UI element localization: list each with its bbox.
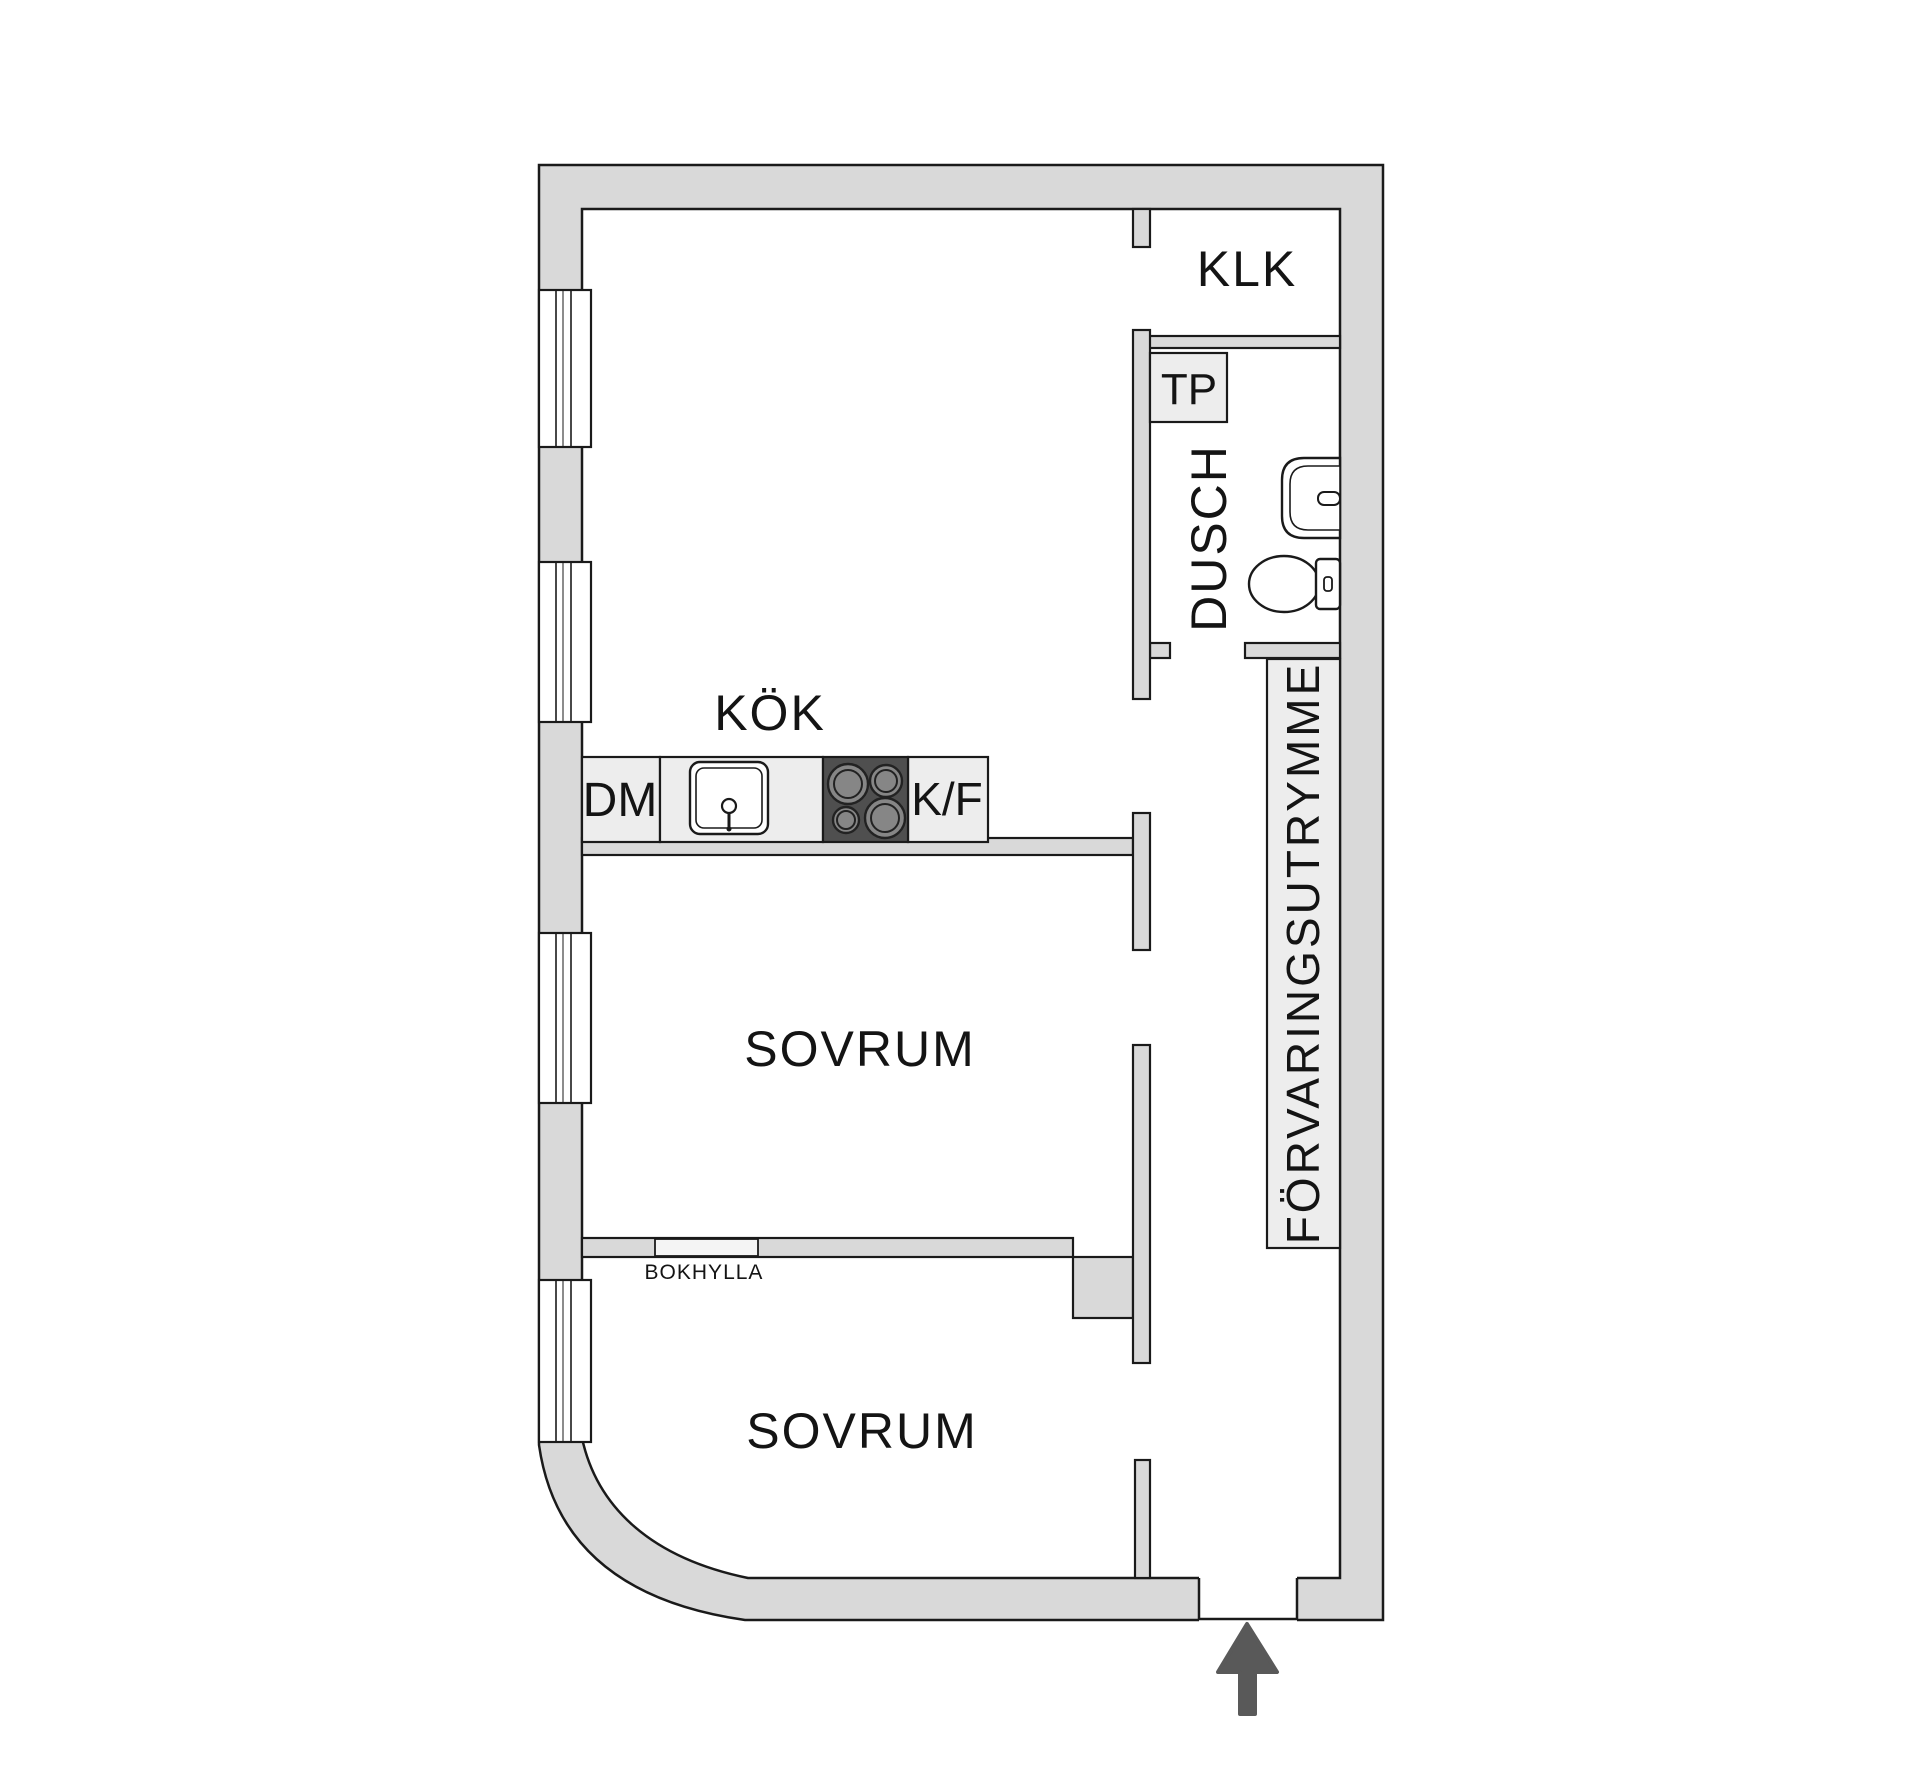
labels: KLK TP DUSCH KÖK DM K/F SOVRUM FÖRVARING… — [583, 241, 1329, 1459]
room-label-sovrum-2: SOVRUM — [746, 1403, 977, 1459]
toilet-icon — [1247, 554, 1342, 614]
wall-hall-seg3 — [1131, 1043, 1152, 1365]
washbasin-icon — [1280, 456, 1342, 540]
storage-box — [1265, 657, 1342, 1250]
window-icon — [537, 560, 593, 724]
kitchen-counter — [580, 755, 990, 844]
entry-opening — [1199, 1574, 1297, 1624]
fixture-label-dm: DM — [583, 774, 658, 827]
room-label-kok: KÖK — [714, 685, 826, 741]
window-icon — [537, 1278, 593, 1444]
bookshelf-segment — [654, 1238, 759, 1257]
wall-dusch-bottom-right — [1243, 641, 1342, 660]
window-icon — [537, 288, 593, 449]
window-icon — [537, 931, 593, 1105]
wall-stub-klk — [1131, 207, 1152, 249]
fixture-label-bokhylla: BOKHYLLA — [645, 1261, 764, 1284]
outer-wall-ring — [537, 163, 1385, 1622]
wall-hall-seg4 — [1133, 1458, 1152, 1580]
drying-unit-box — [1148, 351, 1229, 424]
dishwasher-box — [580, 755, 662, 844]
outer-walls — [537, 163, 1385, 1624]
wall-hall-seg2 — [1131, 811, 1152, 952]
wall-dusch-left — [1131, 328, 1152, 701]
room-label-sovrum-1: SOVRUM — [744, 1021, 975, 1077]
entry-arrow-icon — [1216, 1622, 1279, 1716]
windows — [537, 288, 593, 1444]
stove-icon — [821, 755, 910, 844]
bathroom-fixtures — [1247, 456, 1342, 614]
wall-corner-block — [1071, 1255, 1135, 1320]
fixture-label-kf: K/F — [911, 773, 983, 825]
kitchen-sink-icon — [688, 760, 770, 836]
wall-klk-bottom — [1147, 334, 1342, 350]
room-label-klk: KLK — [1197, 241, 1298, 297]
room-label-dusch: DUSCH — [1181, 444, 1237, 632]
wall-dusch-bottom-left — [1148, 641, 1172, 660]
fixture-label-tp: TP — [1161, 365, 1217, 414]
room-label-forvaringsutrymme: FÖRVARINGSUTRYMME — [1277, 662, 1329, 1245]
